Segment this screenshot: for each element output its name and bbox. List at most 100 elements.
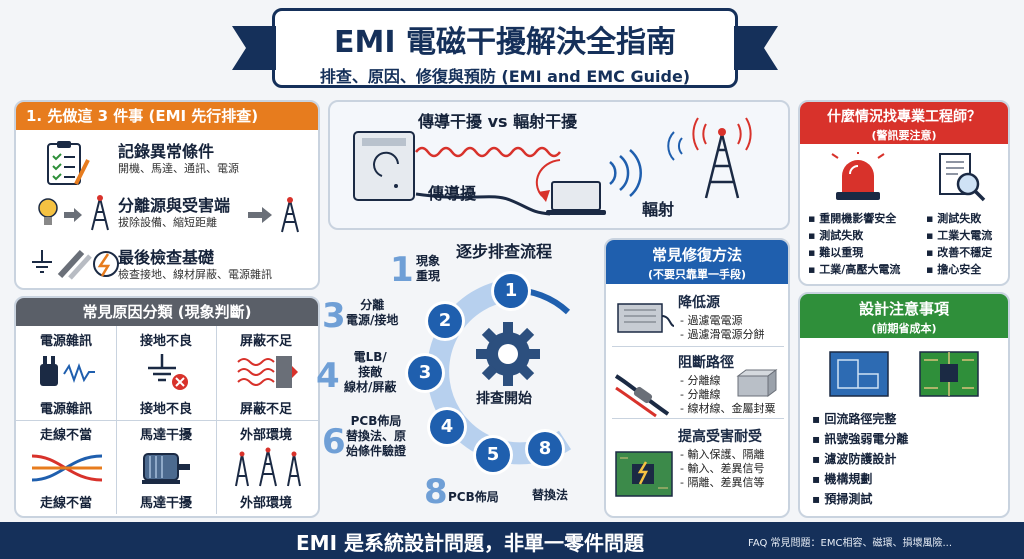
blueprint-icon: [829, 351, 889, 397]
fixes-header-sub: (不要只靠單一手段): [647, 268, 747, 281]
step-item-title-3: 最後檢查基礎: [118, 248, 215, 267]
circuit-protection-icon: [615, 451, 673, 497]
cause-label-power-noise: 電源雜訊: [39, 402, 92, 417]
fix-line-1-2: - 過濾滑電源分餅: [680, 328, 765, 341]
step-item-title-2: 分離源與受害端: [118, 196, 231, 215]
cause-title-shield: 屏蔽不足: [239, 334, 292, 349]
lightbulb-tower-icon: [38, 195, 109, 231]
step-circle-8[interactable]: 8: [528, 432, 562, 466]
step-label-8: PCB佈局: [448, 490, 499, 504]
design-bullet-5: ▪ 預掃測試: [812, 492, 873, 506]
crossed-wires-icon: [31, 454, 103, 482]
ground-fault-icon: [148, 354, 188, 390]
fix-title-2: 阻斷路徑: [678, 355, 734, 371]
cause-label-environment: 外部環境: [239, 496, 292, 511]
siren-icon: [831, 152, 885, 200]
conducted-vs-radiated-diagram: [353, 117, 752, 216]
cause-title-motor: 馬達干擾: [139, 428, 192, 443]
design-header-sub: (前期省成本): [871, 322, 937, 335]
engineer-bullet-l1: ▪ 重開機影響安全: [808, 212, 897, 225]
engineer-bullet-l4: ▪ 工業/高壓大電流: [808, 263, 901, 276]
cable-ferrite-icon: [614, 374, 670, 418]
first-steps-header: 1. 先做這 3 件事 (EMI 先行排查): [16, 102, 318, 130]
step-circle-1[interactable]: 1: [494, 274, 528, 308]
engineer-header-title: 什麼情況找專業工程師？: [827, 109, 981, 125]
footer-faq-link[interactable]: FAQ 常見問題：EMC相容、磁環、損壞風險...: [748, 538, 953, 549]
first-steps-panel: 1. 先做這 3 件事 (EMI 先行排查) 記錄異常條件 開機、馬達、通訊、電…: [14, 100, 320, 290]
causes-panel: 常見原因分類 (現象判斷) 電源雜訊 接地不良 屏蔽不足 電源雜訊 接地不良: [14, 296, 320, 518]
design-header-title: 設計注意事項: [858, 300, 949, 318]
engineer-header-sub: (警訊要注意): [871, 129, 937, 142]
step-big-6: 6: [322, 422, 346, 462]
page-subtitle: 排查、原因、修復與預防 (EMI and EMC Guide): [319, 67, 691, 86]
cause-title-ground: 接地不良: [139, 334, 192, 349]
footer-bar: EMI 是系統設計問題，非單一零件問題 FAQ 常見問題：EMC相容、磁環、損壞…: [0, 522, 1024, 559]
fixes-header: 常見修復方法 (不要只靠單一手段): [606, 240, 788, 284]
engineer-bullet-r4: ▪ 擔心安全: [926, 263, 982, 276]
engineer-bullet-r1: ▪ 測試失敗: [926, 212, 982, 225]
design-header: 設計注意事項 (前期省成本): [800, 294, 1008, 338]
footer-main-text: EMI 是系統設計問題，非單一零件問題: [296, 531, 644, 555]
cause-label-routing: 走線不當: [39, 496, 92, 511]
step-label-3: 分離 電源/接地: [346, 298, 399, 327]
fix-line-3-3: - 隔離、差異信等: [680, 476, 765, 489]
fix-line-2-3: - 線材線、金屬封粟: [680, 402, 776, 415]
design-bullet-1: ▪ 回流路徑完整: [812, 412, 897, 426]
step-item-desc-2: 拔除設備、縮短距離: [118, 216, 217, 229]
fixes-header-title: 常見修復方法: [651, 246, 742, 264]
cause-title-power-noise: 電源雜訊: [39, 334, 92, 349]
cause-title-environment: 外部環境: [239, 428, 292, 443]
fix-line-1-1: - 過濾電電源: [680, 314, 743, 327]
step-circle-4[interactable]: 4: [430, 410, 464, 444]
fix-title-3: 提高受害耐受: [678, 429, 762, 445]
engineer-bullet-r3: ▪ 改善不穩定: [926, 246, 993, 259]
step-item-desc-3: 檢查接地、線材屏蔽、電源雜訊: [118, 268, 272, 281]
interference-title: 傳導干擾 vs 輻射干擾: [418, 112, 578, 131]
engineer-bullet-l2: ▪ 測試失敗: [808, 229, 864, 242]
step-big-3: 3: [322, 296, 346, 336]
fix-title-1: 降低源: [678, 295, 720, 311]
step-item-title-1: 記錄異常條件: [118, 142, 215, 161]
design-bullet-4: ▪ 機構規劃: [812, 472, 873, 486]
design-panel: 設計注意事項 (前期省成本) ▪ 回流路徑完整 ▪ 訊號強弱電分離 ▪ 濾波防護…: [798, 292, 1010, 518]
fixes-panel: 常見修復方法 (不要只靠單一手段) 降低源 - 過濾電電源 - 過濾滑電源分餅 …: [604, 238, 790, 518]
fix-line-2-1: - 分離線: [680, 374, 721, 387]
cause-label-shield: 屏蔽不足: [239, 402, 292, 417]
step-label-swap: 替換法: [532, 488, 569, 502]
step-label-1: 現象 重現: [416, 254, 441, 283]
cause-label-ground: 接地不良: [139, 402, 192, 417]
arrow-tower-icon: [248, 197, 299, 233]
engineer-panel: 什麼情況找專業工程師？ (警訊要注意) ▪ 重開機影響安全 ▪ 測試失敗 ▪ 難…: [798, 100, 1010, 286]
engineer-bullet-r2: ▪ 工業大電流: [926, 229, 993, 242]
fix-line-3-2: - 輸入、差異信号: [680, 462, 765, 475]
page-title: EMI 電磁干擾解決全指南: [334, 25, 676, 60]
power-supply-icon: [617, 303, 675, 333]
step-circle-3[interactable]: 3: [408, 356, 442, 390]
causes-header: 常見原因分類 (現象判斷): [16, 298, 318, 326]
fix-line-2-2: - 分離線: [680, 388, 721, 401]
interference-panel: 傳導干擾 vs 輻射干擾 傳導擾 輻射: [328, 100, 790, 230]
title-ribbon-right-icon: [734, 26, 778, 70]
step-big-8: 8: [424, 472, 448, 512]
checklist-icon: [47, 141, 90, 185]
ground-cable-icon: [32, 249, 119, 280]
gear-icon: [476, 322, 540, 386]
cause-title-routing: 走線不當: [39, 428, 92, 443]
step-big-1: 1: [390, 250, 414, 290]
title-ribbon-left-icon: [232, 26, 276, 70]
metal-box-icon: [736, 369, 778, 397]
process-title: 逐步排查流程: [456, 242, 553, 261]
engineer-header: 什麼情況找專業工程師？ (警訊要注意): [800, 102, 1008, 144]
step-circle-2[interactable]: 2: [428, 304, 462, 338]
radiated-label: 輻射: [642, 200, 675, 219]
step-circle-5[interactable]: 5: [476, 438, 510, 472]
process-center-label: 排查開始: [476, 391, 532, 407]
plug-noise-icon: [40, 356, 95, 386]
towers-icon: [235, 447, 301, 487]
pcb-icon: [919, 351, 979, 397]
step-label-6: PCB佈局 替換法、原 始條件驗證: [346, 414, 407, 458]
step-item-desc-1: 開機、馬達、通訊、電源: [118, 162, 239, 175]
step-label-4: 電LB/ 接敵 線材/屏蔽: [344, 350, 397, 394]
engineer-bullet-l3: ▪ 難以重現: [808, 246, 864, 259]
shield-wave-icon: [237, 356, 298, 388]
